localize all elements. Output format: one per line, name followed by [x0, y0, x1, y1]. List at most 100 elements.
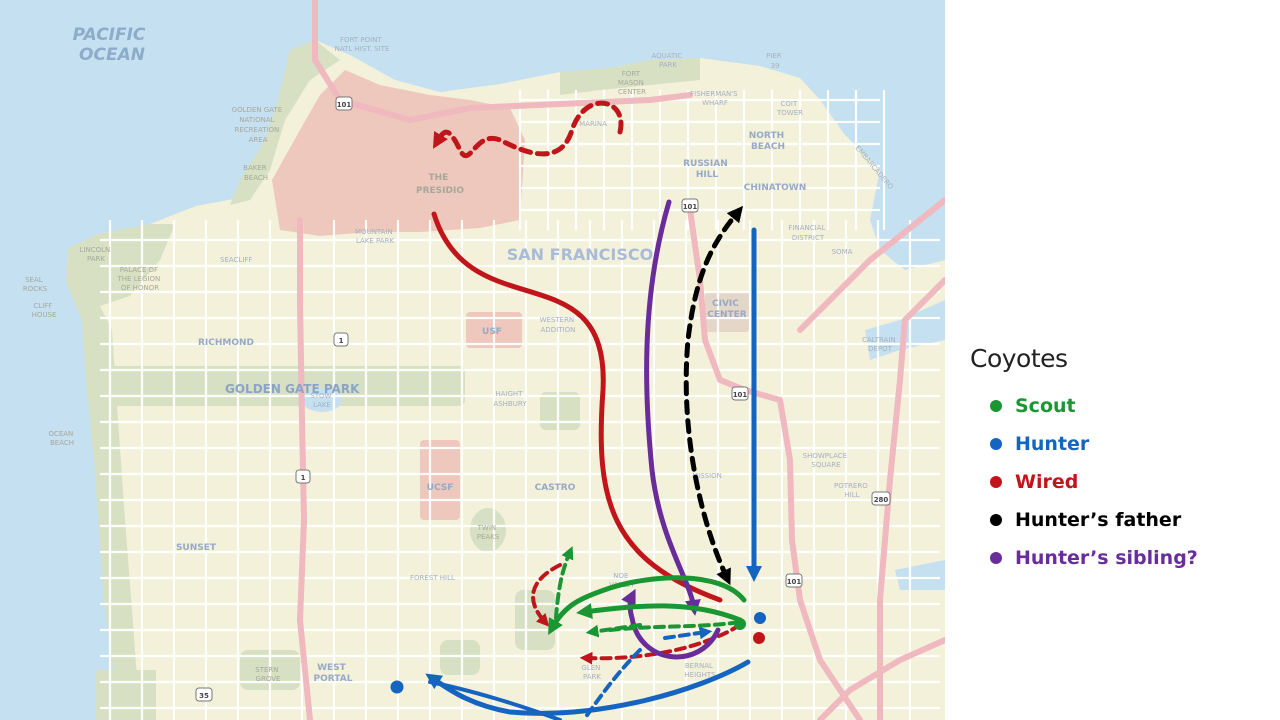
golden-gate-recreation-area — [230, 40, 340, 205]
sunset-label: SUNSET — [176, 543, 217, 553]
glen-park-label: GLEN PARK — [581, 664, 602, 681]
stern-grove-label: STERN GROVE — [255, 666, 280, 683]
svg-text:101: 101 — [733, 391, 748, 399]
legend-title: Coyotes — [970, 344, 1068, 373]
legend-dot-hunters-sibling — [990, 552, 1002, 564]
pier-39-label: PIER 39 — [766, 52, 784, 70]
soma-label: SOMA — [832, 248, 853, 256]
hunter-west-point — [390, 680, 404, 694]
hwy-35-shield: 35 — [195, 687, 213, 702]
ucsf-area — [420, 440, 460, 520]
hunter-dashed-south — [583, 648, 642, 720]
stow-lake-label: STOW LAKE — [310, 392, 333, 409]
legend-item-scout: Scout — [970, 387, 1270, 425]
buena-vista-park — [540, 392, 580, 430]
svg-text:1: 1 — [301, 474, 306, 482]
hwy-1-shield-1: 1 — [333, 332, 349, 347]
hunters-sibling-solid-loop — [621, 588, 721, 660]
chinatown-label: CHINATOWN — [744, 183, 807, 193]
aquatic-park-label: AQUATIC PARK — [651, 52, 684, 69]
west-portal-label: WEST PORTAL — [314, 663, 353, 684]
mission-label: MISSION — [692, 472, 722, 480]
forest-hill-label: FOREST HILL — [410, 574, 455, 582]
golden-gate-recreation-label: GOLDEN GATE NATIONAL RECREATION AREA — [232, 106, 285, 144]
russian-hill-label: RUSSIAN HILL — [683, 159, 731, 180]
western-addition-label: WESTERN ADDITION — [540, 316, 577, 334]
legend: Coyotes Scout Hunter Wired Hunter’s fath… — [970, 344, 1270, 577]
marina-label: MARINA — [579, 120, 607, 128]
golden-gate-park-label: GOLDEN GATE PARK — [225, 382, 360, 396]
pacific-ocean-label: PACIFIC OCEAN — [73, 25, 152, 65]
map-labels: PACIFIC OCEAN SAN FRANCISCO THE PRESIDIO… — [23, 25, 898, 684]
scout-solid-line — [576, 603, 743, 623]
scout-dashed-west — [585, 623, 642, 638]
islais-creek — [895, 560, 945, 590]
legend-item-hunters-father: Hunter’s father — [970, 501, 1270, 539]
ocean-beach-label: OCEAN BEACH — [48, 430, 75, 447]
legend-dot-hunter — [990, 438, 1002, 450]
legend-dot-hunters-father — [990, 514, 1002, 526]
san-francisco-label: SAN FRANCISCO — [507, 245, 653, 264]
financial-district-label: FINANCIAL DISTRICT — [788, 224, 827, 242]
highway-shields: 101 101 101 101 1 1 280 35 — [195, 96, 891, 702]
twin-peaks-label: TWIN PEAKS — [477, 524, 500, 541]
seacliff-label: SEACLIFF — [220, 256, 252, 264]
civic-center-label: CIVIC CENTER — [707, 299, 747, 320]
hunter-den-point — [754, 612, 766, 624]
richmond-label: RICHMOND — [198, 338, 254, 348]
seal-rocks-label: SEAL ROCKS — [23, 276, 48, 293]
legend-item-hunters-sibling: Hunter’s sibling? — [970, 539, 1270, 577]
wired-solid-path — [431, 211, 723, 603]
hwy-101-shield-1: 101 — [335, 96, 353, 111]
haight-ashbury-label: HAIGHT ASHBURY — [493, 390, 527, 408]
caltrain-label: CALTRAIN DEPOT — [862, 336, 898, 353]
coit-tower-label: COIT TOWER — [776, 100, 803, 117]
highways — [296, 0, 945, 720]
wired-den-point — [753, 632, 765, 644]
cliff-house-label: CLIFF HOUSE — [32, 302, 57, 319]
legend-label-hunter: Hunter — [1015, 433, 1090, 455]
fort-mason-green — [560, 58, 700, 95]
legend-label-scout: Scout — [1015, 395, 1076, 417]
coyote-trajectories — [390, 100, 766, 720]
svg-text:101: 101 — [787, 578, 802, 586]
legend-item-wired: Wired — [970, 463, 1270, 501]
legend-dot-wired — [990, 476, 1002, 488]
hunter-dashed-short — [663, 626, 713, 640]
hwy-280-shield: 280 — [871, 491, 891, 506]
hwy-101-shield-2: 101 — [681, 198, 699, 213]
palace-legion-label: PALACE OF THE LEGION OF HONOR — [117, 266, 163, 292]
potrero-hill-label: POTRERO HILL — [834, 482, 870, 499]
usf-label: USF — [482, 327, 502, 337]
legend-dot-scout — [990, 400, 1002, 412]
legend-label-hunters-sibling: Hunter’s sibling? — [1015, 547, 1198, 569]
scout-solid-arc — [548, 575, 747, 635]
map-panel[interactable]: 101 101 101 101 1 1 280 35 PACIFIC OCEAN… — [0, 0, 945, 720]
hunters-sibling-solid-main — [644, 199, 701, 616]
fort-mason-label: FORT MASON CENTER — [618, 70, 646, 96]
lake-merced — [96, 670, 156, 720]
ucsf-label: UCSF — [427, 483, 454, 493]
svg-text:280: 280 — [874, 496, 889, 504]
mountain-lake-label: MOUNTAIN LAKE PARK — [355, 228, 395, 245]
scout-dashed-north — [554, 546, 574, 620]
svg-text:101: 101 — [337, 101, 352, 109]
legend-label-wired: Wired — [1015, 471, 1079, 493]
svg-text:1: 1 — [339, 337, 344, 345]
coastal-park — [66, 224, 175, 320]
showplace-square-label: SHOWPLACE SQUARE — [803, 452, 850, 469]
presidio-label: THE PRESIDIO — [416, 173, 464, 196]
twin-peaks-park — [470, 508, 506, 552]
scout-den-point — [734, 618, 746, 630]
hwy-1-shield-2: 1 — [295, 469, 311, 484]
hunter-solid-west-2 — [428, 680, 562, 720]
hwy-101-shield-4: 101 — [785, 573, 803, 588]
legend-label-hunters-father: Hunter’s father — [1015, 509, 1182, 531]
wired-dashed-glen-park — [579, 623, 742, 665]
mount-davidson — [440, 640, 480, 675]
wired-dashed-presidio-loop — [432, 100, 624, 159]
bernal-heights-label: BERNAL HEIGHTS — [684, 662, 716, 679]
baker-beach-label: BAKER BEACH — [243, 164, 269, 182]
svg-text:101: 101 — [683, 203, 698, 211]
north-beach-label: NORTH BEACH — [749, 131, 788, 152]
